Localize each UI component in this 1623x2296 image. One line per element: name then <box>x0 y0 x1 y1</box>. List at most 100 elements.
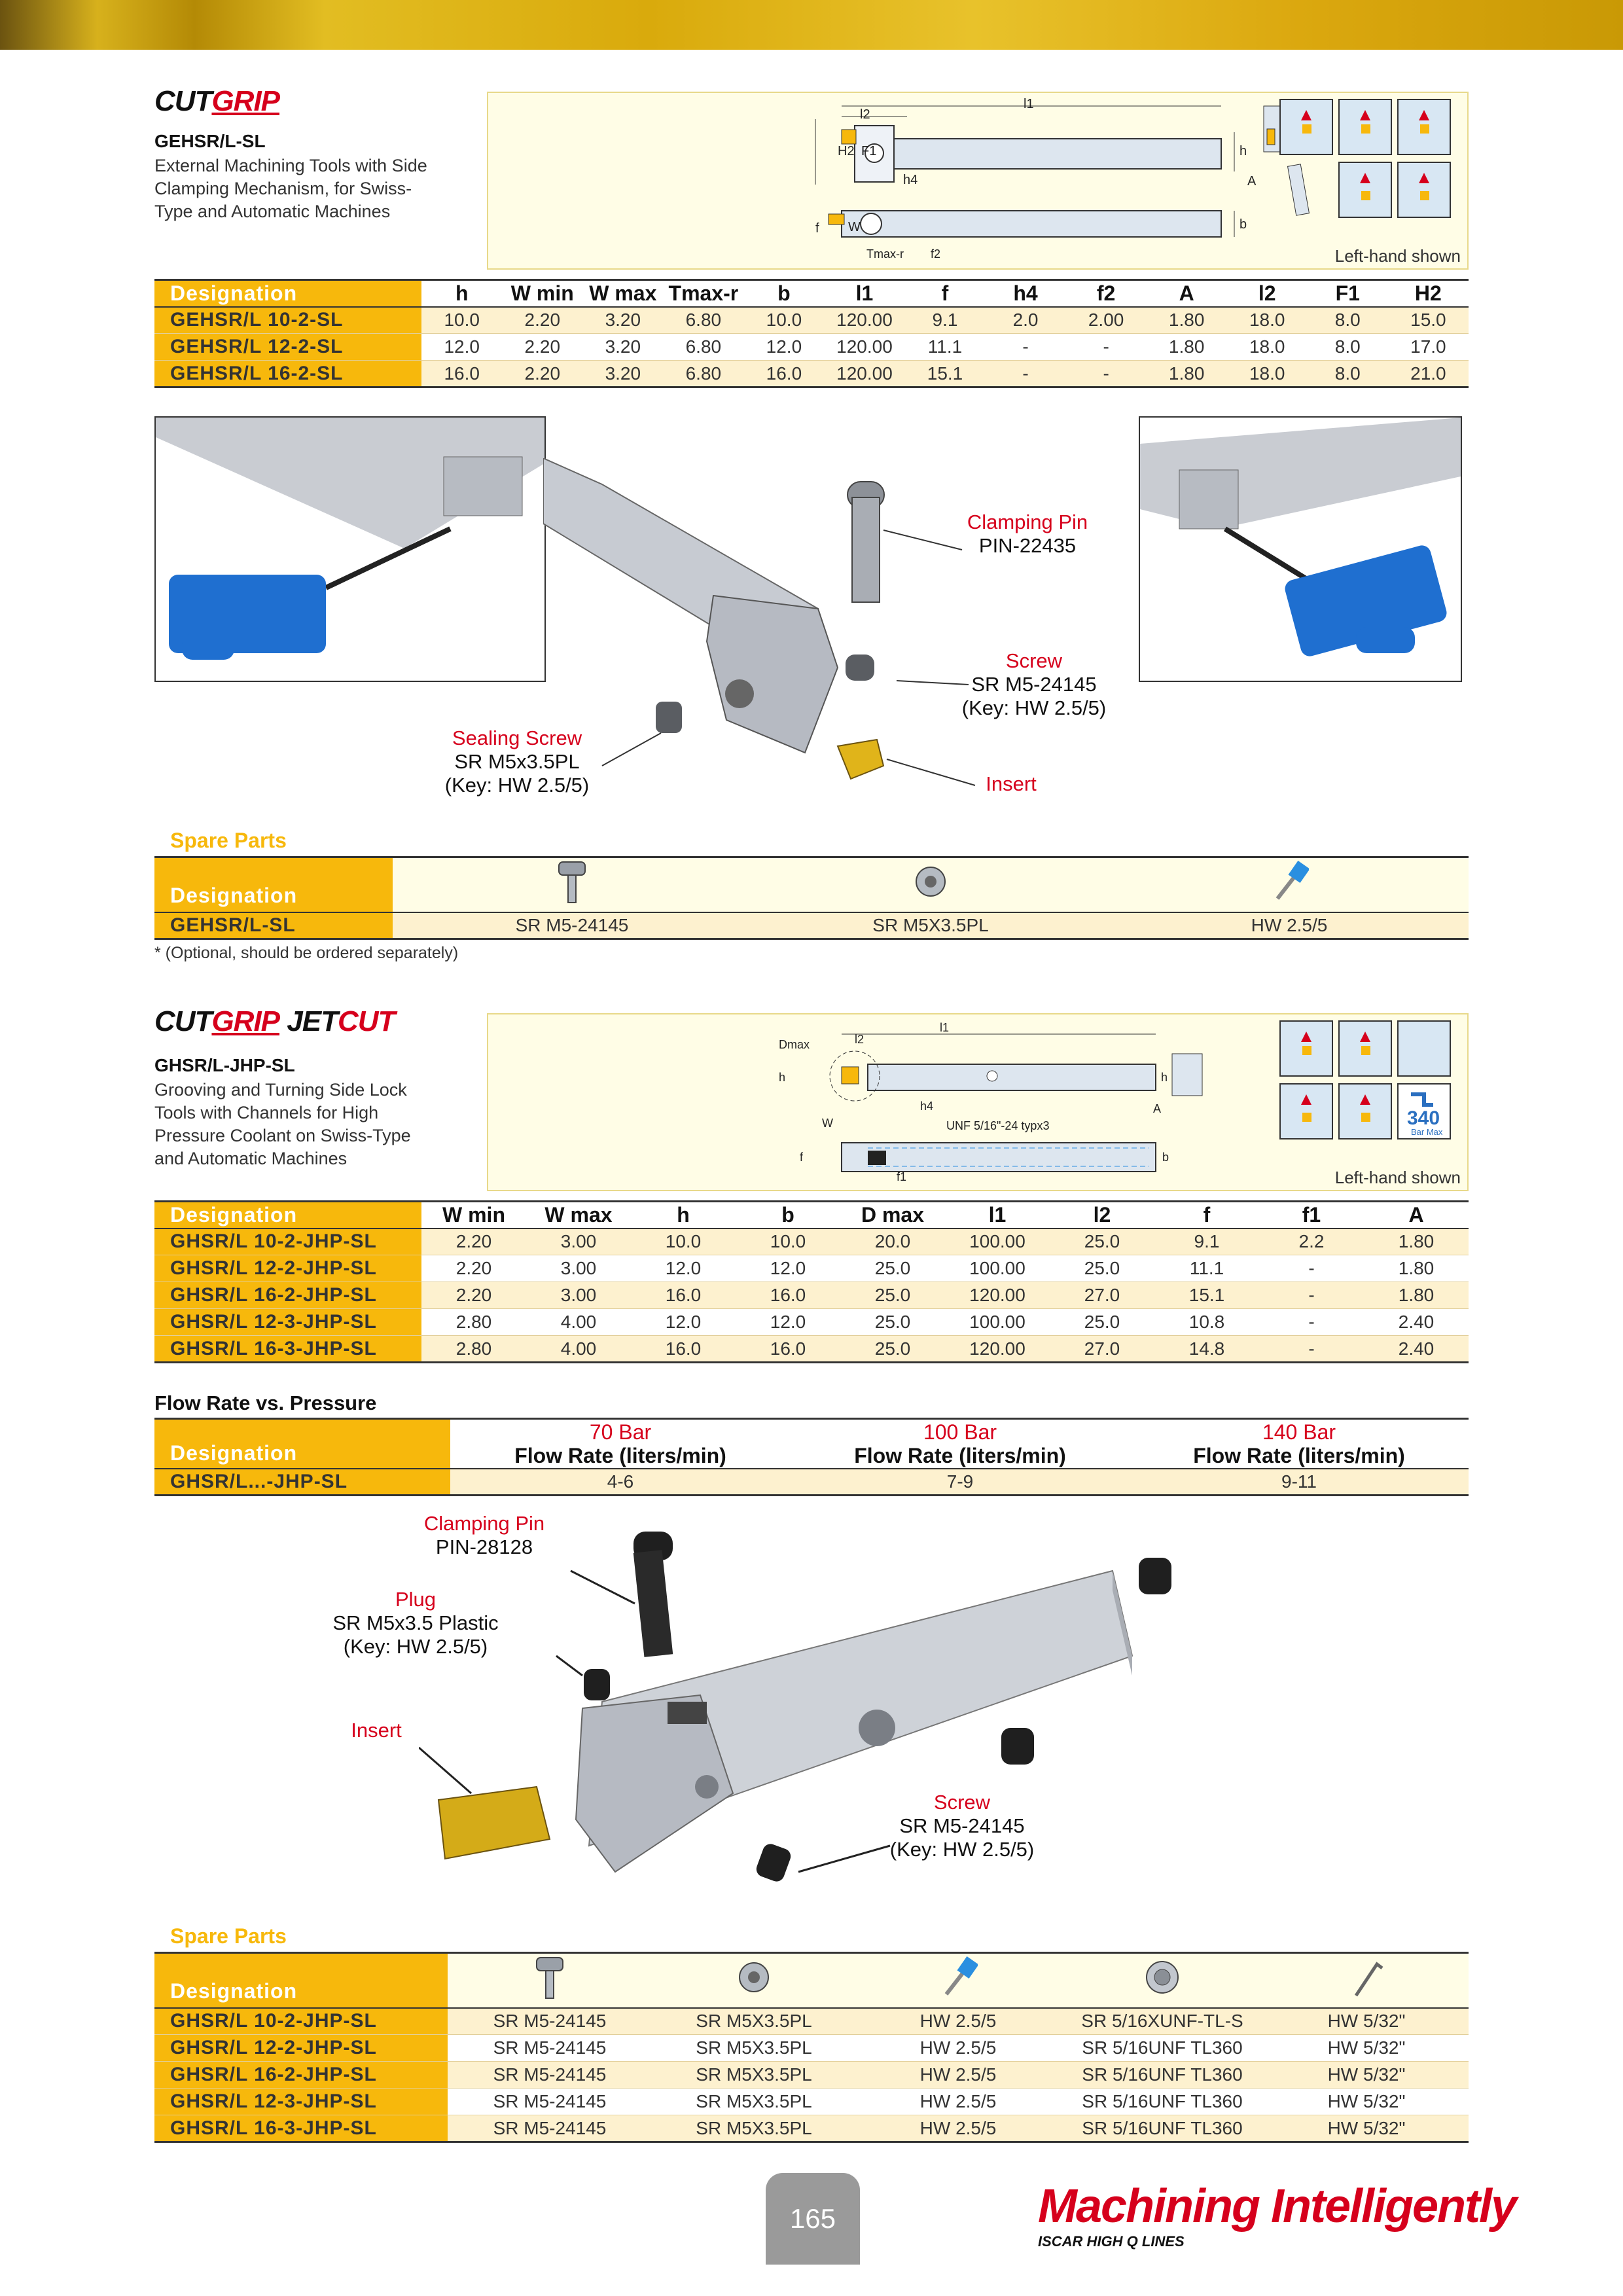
dim-label-f1: f1 <box>897 1170 907 1183</box>
table-cell: HW 2.5/5 <box>856 2088 1060 2115</box>
table-cell: 20.0 <box>840 1228 945 1255</box>
tool-photo-left <box>154 416 546 682</box>
table-cell: 10.0 <box>736 1228 840 1255</box>
header-cell: Designation <box>154 1418 450 1469</box>
callout-title: Screw <box>1005 649 1063 672</box>
callout-key: (Key: HW 2.5/5) <box>343 1635 488 1658</box>
dim-label-b: b <box>1162 1151 1169 1164</box>
table-cell: HW 5/32" <box>1264 2088 1469 2115</box>
table-row: GHSR/L...-JHP-SL 4-6 7-9 9-11 <box>154 1468 1469 1496</box>
header-cell: A <box>1364 1201 1469 1229</box>
key-in-tool-illustration <box>156 418 544 660</box>
table-cell: SR M5-24145 <box>448 2034 652 2062</box>
table-cell: 16.0 <box>421 360 503 387</box>
table-cell: 25.0 <box>1050 1228 1154 1255</box>
coolant-screw-icon-cell <box>1060 1952 1264 2009</box>
table-cell: 120.00 <box>945 1335 1050 1363</box>
table-cell: HW 2.5/5 <box>856 2034 1060 2062</box>
spare-parts-title: Spare Parts <box>170 1924 287 1948</box>
callout-plug: Plug SR M5x3.5 Plastic (Key: HW 2.5/5) <box>308 1588 524 1659</box>
dim-label-l2: l2 <box>860 107 870 122</box>
key-icon <box>944 1956 979 1996</box>
dim-label-h4: h4 <box>920 1100 934 1113</box>
slogan: Machining Intelligently <box>1038 2180 1517 2233</box>
page-number: 165 <box>766 2173 860 2265</box>
key-icon-cell <box>856 1952 1060 2009</box>
table-cell: HW 2.5/5 <box>1110 912 1469 939</box>
table-row: GEHSR/L-SL SR M5-24145 SR M5X3.5PL HW 2.… <box>154 912 1469 939</box>
cutgrip-jetcut-logo: CUTGRIP JETCUT <box>154 1005 395 1037</box>
table-cell: 3.00 <box>526 1255 631 1282</box>
insert-leader-line <box>886 759 976 786</box>
table-cell: 25.0 <box>840 1255 945 1282</box>
header-cell: W min <box>421 1201 526 1229</box>
pressure-badge-unit: Bar Max <box>1411 1127 1443 1137</box>
table-cell: 10.0 <box>631 1228 736 1255</box>
dim-label-f: f <box>800 1151 804 1164</box>
designation-cell: GHSR/L 16-2-JHP-SL <box>154 2061 448 2089</box>
table-cell: SR 5/16UNF TL360 <box>1060 2088 1264 2115</box>
left-hand-note: Left-hand shown <box>1334 246 1461 266</box>
tool-dimension-drawing <box>829 1020 1451 1172</box>
callout-key: (Key: HW 2.5/5) <box>444 774 590 797</box>
header-cell: f <box>904 279 986 308</box>
table-cell: 1.80 <box>1146 306 1227 334</box>
designation-cell: GHSR/L 16-3-JHP-SL <box>154 1335 421 1363</box>
table-cell: SR M5-24145 <box>393 912 751 939</box>
callout-code: SR M5-24145 <box>971 673 1097 696</box>
designation-cell: GHSR/L 16-3-JHP-SL <box>154 2115 448 2142</box>
table-cell: 3.20 <box>582 360 664 387</box>
designation-cell: GEHSR/L 10-2-SL <box>154 306 422 334</box>
header-cell: H2 <box>1387 279 1469 308</box>
designation-cell: GHSR/L 10-2-JHP-SL <box>154 2007 448 2035</box>
flow-rate-title: Flow Rate vs. Pressure <box>154 1391 377 1414</box>
table-cell: 120.00 <box>824 360 905 387</box>
designation-cell: GEHSR/L 12-2-SL <box>154 333 422 361</box>
designation-cell: GHSR/L 12-3-JHP-SL <box>154 1308 421 1336</box>
table-cell: HW 2.5/5 <box>856 2061 1060 2089</box>
ghsr-spare-parts-table: Designation GHSR/L 10-2-JHP-SL SR M5-241… <box>154 1952 1469 2143</box>
header-cell: F1 <box>1307 279 1388 308</box>
table-cell: 8.0 <box>1307 360 1388 387</box>
callout-insert: Insert <box>351 1719 402 1742</box>
callout-code: PIN-28128 <box>435 1535 533 1558</box>
table-cell: 27.0 <box>1050 1335 1154 1363</box>
table-cell: 21.0 <box>1387 360 1469 387</box>
table-cell: 15.1 <box>904 360 986 387</box>
callout-title: Screw <box>933 1791 991 1814</box>
table-cell: 10.0 <box>421 306 503 334</box>
table-cell: - <box>1259 1308 1364 1336</box>
table-cell: 3.20 <box>582 306 664 334</box>
table-cell: 2.2 <box>1259 1228 1364 1255</box>
table-cell: 1.80 <box>1364 1255 1469 1282</box>
dim-label-w: W <box>822 1117 833 1130</box>
table-cell: 100.00 <box>945 1228 1050 1255</box>
table-cell: 2.80 <box>421 1308 526 1336</box>
table-cell: - <box>1259 1255 1364 1282</box>
table-cell: 10.8 <box>1154 1308 1259 1336</box>
table-cell: SR M5X3.5PL <box>751 912 1110 939</box>
plug-icon <box>739 1962 769 1992</box>
header-cell: Tmax-r <box>663 279 744 308</box>
table-cell: 6.80 <box>663 333 744 361</box>
header-cell: b <box>736 1201 840 1229</box>
plug-icon-cell <box>652 1952 856 2009</box>
insert-leader-line <box>419 1746 472 1795</box>
table-header-row: Designation h W min W max Tmax-r b l1 f … <box>154 279 1469 308</box>
technical-drawing-panel: 340 Bar Max Dmax l2 l1 h h h4 A W UNF 5/… <box>487 1013 1469 1191</box>
table-cell: HW 5/32" <box>1264 2007 1469 2035</box>
table-cell: SR M5X3.5PL <box>652 2088 856 2115</box>
dim-label-l1: l1 <box>940 1021 950 1034</box>
table-cell: 12.0 <box>736 1255 840 1282</box>
top-gold-band <box>0 0 1623 50</box>
